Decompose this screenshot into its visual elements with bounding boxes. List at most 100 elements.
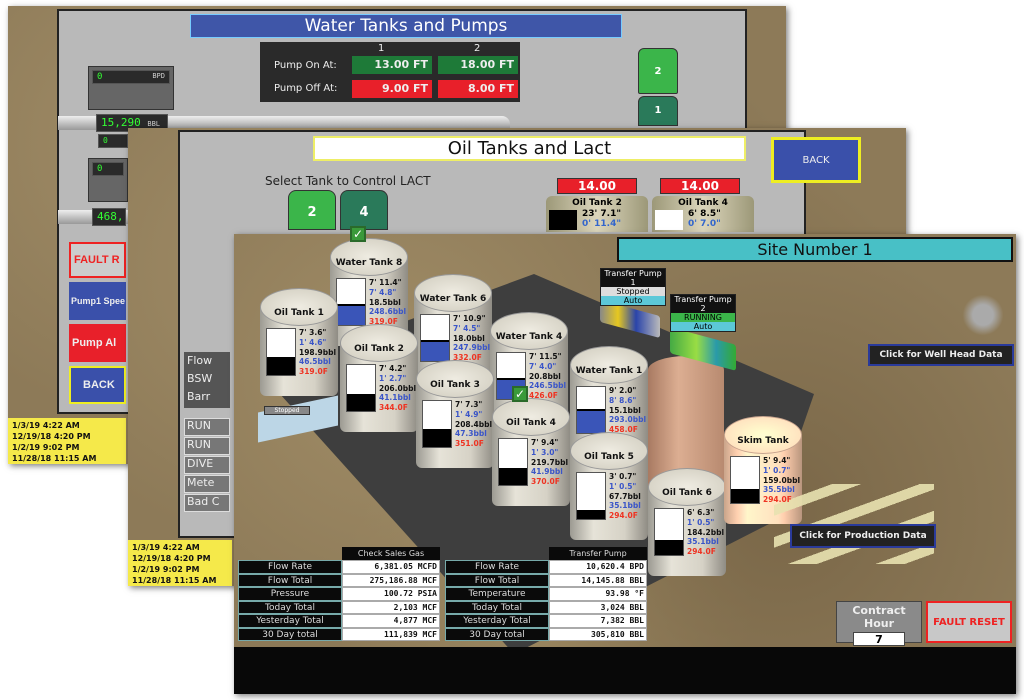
tank-value: 35.1bbl bbox=[687, 537, 719, 547]
tank-value: 426.0F bbox=[529, 391, 558, 401]
tank-value: 219.7bbl bbox=[531, 457, 569, 467]
tank-value: 5' 9.4" bbox=[763, 456, 791, 465]
small-unit-status: Stopped bbox=[264, 406, 310, 415]
tank-level-fill bbox=[577, 509, 605, 519]
tank-level-gauge bbox=[346, 364, 376, 412]
tank-roof bbox=[724, 416, 802, 454]
tank-value: 46.5bbl bbox=[299, 357, 331, 367]
water-tank-2[interactable]: 2 bbox=[638, 48, 678, 94]
tank-level-fill bbox=[499, 467, 527, 485]
mini-oil-tank-2[interactable]: Oil Tank 2 23' 7.1" 0' 11.4" bbox=[546, 196, 648, 232]
pump2-on-input[interactable]: 18.00 FT bbox=[438, 56, 518, 74]
tank-value: 294.0F bbox=[687, 547, 716, 557]
tank-level-fill bbox=[655, 540, 683, 555]
pump-speed-button[interactable]: Pump1 Spee bbox=[69, 282, 126, 320]
fault-reset-button[interactable]: FAULT RESET bbox=[926, 601, 1012, 643]
col-2: 2 bbox=[474, 43, 481, 54]
site-title: Site Number 1 bbox=[617, 237, 1013, 262]
tank-value: 458.0F bbox=[609, 425, 638, 435]
oil-back-button[interactable]: BACK bbox=[771, 137, 861, 183]
tank-value: 294.0F bbox=[609, 511, 638, 521]
back-button[interactable]: BACK bbox=[69, 366, 126, 404]
well-head-icon[interactable] bbox=[960, 290, 1006, 340]
row-label: 30 Day total bbox=[445, 627, 549, 641]
pump2-off-input[interactable]: 8.00 FT bbox=[438, 80, 518, 98]
tank-roof bbox=[492, 398, 570, 436]
oil-title: Oil Tanks and Lact bbox=[313, 136, 746, 161]
tank-value: 319.0F bbox=[369, 317, 398, 327]
tank-name: Water Tank 4 bbox=[495, 332, 563, 342]
tank-name: Oil Tank 2 bbox=[354, 344, 404, 354]
select-tank-2[interactable]: 2 bbox=[288, 190, 336, 230]
tank-value: 3' 0.7" bbox=[609, 472, 637, 481]
tank-value: 294.0F bbox=[763, 495, 792, 505]
footer-bar bbox=[234, 647, 1016, 694]
tank-value: 319.0F bbox=[299, 367, 328, 377]
meter1-rate: 0 bbox=[97, 72, 103, 82]
tank-value: 206.0bbl bbox=[379, 383, 417, 393]
setpoint-tank-4[interactable]: 14.00 bbox=[660, 178, 740, 194]
lact-status-list: RUN RUN DIVE Mete Bad C bbox=[184, 418, 230, 513]
water-title: Water Tanks and Pumps bbox=[190, 14, 622, 38]
pump-on-label: Pump On At: bbox=[274, 60, 337, 71]
tank-value: 293.0bbl bbox=[609, 415, 647, 425]
pump1-off-input[interactable]: 9.00 FT bbox=[352, 80, 432, 98]
select-tank-4[interactable]: 4 bbox=[340, 190, 388, 230]
tank-value: 247.9bbl bbox=[453, 343, 491, 353]
row-value: 6,381.05 MCFD bbox=[342, 560, 440, 574]
tank-value: 1' 2.7" bbox=[379, 373, 407, 383]
tank-level-gauge bbox=[730, 456, 760, 504]
row-label: Flow Total bbox=[238, 573, 342, 587]
tank-value: 184.2bbl bbox=[687, 527, 725, 537]
transfer-pump-1-label[interactable]: Transfer Pump 1 Stopped Auto bbox=[600, 268, 666, 306]
well-head-data-button[interactable]: Click for Well Head Data bbox=[868, 344, 1014, 366]
tank-value: 20.8bbl bbox=[529, 371, 561, 381]
tank-level-gauge bbox=[498, 438, 528, 486]
row-value: 3,024 BBL bbox=[549, 600, 647, 614]
pump-alarm-button[interactable]: Pump Al bbox=[69, 324, 126, 362]
tank-level-fill bbox=[267, 356, 295, 375]
tank-value: 248.6bbl bbox=[369, 307, 407, 317]
selected-checkbox-icon[interactable]: ✓ bbox=[512, 386, 528, 402]
row-label: 30 Day total bbox=[238, 627, 342, 641]
selected-checkbox-icon[interactable]: ✓ bbox=[350, 226, 366, 242]
setpoint-tank-2[interactable]: 14.00 bbox=[557, 178, 637, 194]
pipe bbox=[58, 116, 510, 130]
contract-hour-input[interactable]: 7 bbox=[853, 632, 905, 646]
tank-level-fill bbox=[347, 393, 375, 411]
mini-oil-tank-4[interactable]: Oil Tank 4 6' 8.5" 0' 7.0" bbox=[652, 196, 754, 232]
tank-name: Oil Tank 4 bbox=[506, 418, 556, 428]
tank-name: Water Tank 6 bbox=[419, 294, 487, 304]
tank-level-gauge bbox=[336, 278, 366, 326]
transfer-pump-2-label[interactable]: Transfer Pump 2 RUNNING Auto bbox=[670, 294, 736, 332]
production-data-button[interactable]: Click for Production Data bbox=[790, 524, 936, 548]
tank-value: 35.1bbl bbox=[609, 501, 641, 511]
meter2-total: 468, bbox=[92, 208, 126, 226]
tank-level-gauge bbox=[420, 314, 450, 362]
tank-value: 332.0F bbox=[453, 353, 482, 363]
water-tank-1[interactable]: 1 bbox=[638, 96, 678, 126]
fault-reset-button[interactable]: FAULT R bbox=[69, 242, 126, 278]
tank-roof bbox=[414, 274, 492, 312]
meter1-total: 15,290 BBL bbox=[96, 114, 168, 132]
tank-name: Water Tank 1 bbox=[575, 366, 643, 376]
tank-level-fill bbox=[577, 409, 605, 433]
tank-name: Oil Tank 5 bbox=[584, 452, 634, 462]
pump1-on-input[interactable]: 13.00 FT bbox=[352, 56, 432, 74]
tank-value: 67.7bbl bbox=[609, 491, 641, 501]
meter-2: 0 bbox=[88, 158, 128, 202]
